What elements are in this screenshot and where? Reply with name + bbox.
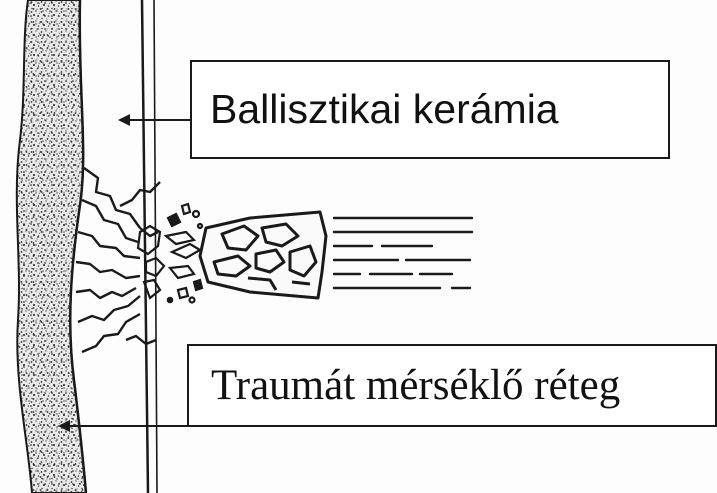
impact-fragments — [138, 204, 202, 303]
trauma-layer-label-text: Traumát mérséklő réteg — [211, 361, 620, 410]
motion-lines — [334, 218, 472, 288]
ceramic-label-text: Ballisztikai kerámia — [210, 86, 559, 133]
projectile-shape — [200, 212, 326, 298]
ceramic-label: Ballisztikai kerámia — [190, 60, 670, 159]
trauma-layer-label: Traumát mérséklő réteg — [187, 344, 717, 427]
crack-lines — [76, 168, 160, 352]
